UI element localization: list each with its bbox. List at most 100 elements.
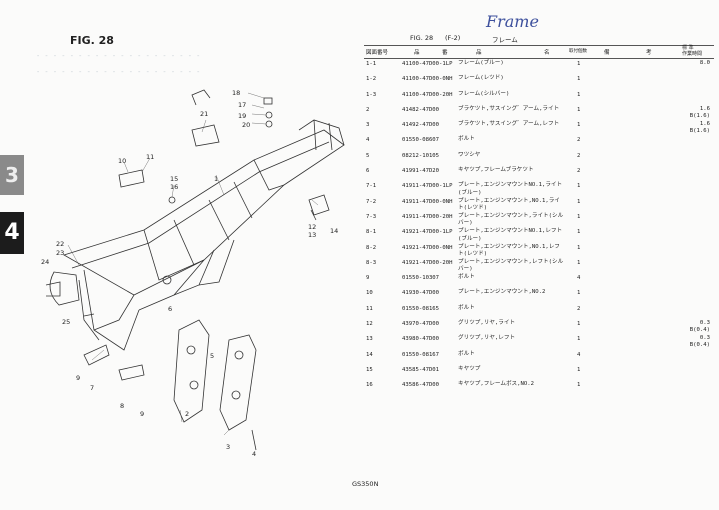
callout-16: 16 xyxy=(170,183,179,191)
row-part-name: キヤツプ,フレームボス,NO.2 xyxy=(458,381,534,388)
section-tab-4: 4 xyxy=(0,212,24,254)
row-ref-no: 7-1 xyxy=(366,183,377,190)
fig-code: (F-2) xyxy=(445,34,461,42)
col-remarks-a: 備 xyxy=(604,50,610,56)
fig-ref: FIG. 28 xyxy=(410,34,434,42)
row-qty: 1 xyxy=(577,213,581,220)
callout-7: 7 xyxy=(90,384,95,392)
row-ref-no: 5 xyxy=(366,152,370,159)
row-qty: 2 xyxy=(577,137,581,144)
row-qty: 4 xyxy=(577,275,581,282)
table-row: 4 01550-08607 ボルト 2 xyxy=(364,135,714,150)
section-tab-3: 3 xyxy=(0,155,24,195)
row-ref-no: 14 xyxy=(366,351,373,358)
row-part-name: キヤツプ xyxy=(458,365,481,372)
row-part-no: 41100-47D00-0NH xyxy=(402,76,453,83)
callout-1: 1 xyxy=(214,175,219,183)
row-ref-no: 1-1 xyxy=(366,61,377,67)
row-ref-no: 2 xyxy=(366,106,370,113)
row-part-no: 01550-10307 xyxy=(402,275,440,282)
row-ref-no: 16 xyxy=(366,382,373,389)
fig-name: フレーム xyxy=(492,36,518,44)
row-part-no: 01550-08607 xyxy=(402,137,440,144)
row-qty: 1 xyxy=(577,122,581,129)
row-part-name: フレーム(レツド) xyxy=(458,75,504,82)
col-remarks-b: 考 xyxy=(646,50,652,56)
callout-2: 2 xyxy=(185,410,190,418)
row-ref-no: 1-3 xyxy=(366,91,377,98)
row-part-no: 41100-47D00-1LP xyxy=(402,61,453,67)
row-qty: 1 xyxy=(577,259,581,266)
callout-24: 24 xyxy=(41,258,50,266)
row-part-no: 41100-47D00-20H xyxy=(402,91,453,98)
row-qty: 1 xyxy=(577,321,581,328)
row-ref-no: 7-2 xyxy=(366,198,377,205)
row-ref-no: 15 xyxy=(366,366,373,373)
row-part-no: 41921-47D00-20H xyxy=(402,259,453,266)
row-part-name: グリツプ,リヤ,レフト xyxy=(458,335,516,342)
callout-4: 4 xyxy=(252,450,257,458)
col-qty: 取付個数 xyxy=(569,49,587,54)
row-part-name: ブラケツト,サスイング゛アーム,ライト xyxy=(458,105,560,112)
row-part-name: ワツシヤ xyxy=(458,151,481,158)
model-footer: GS350N xyxy=(352,480,379,488)
row-qty: 2 xyxy=(577,305,581,312)
row-part-name: キヤツプ,フレームブラケツト xyxy=(458,167,534,174)
col-standard-time: 標 準 作業時間 xyxy=(682,45,703,57)
row-standard-time: 1.6 B(1.6) xyxy=(689,121,710,135)
callout-17: 17 xyxy=(238,101,247,109)
row-ref-no: 3 xyxy=(366,122,370,129)
row-part-no: 41911-47D00-1LP xyxy=(402,183,453,190)
row-qty: 1 xyxy=(577,61,581,67)
row-ref-no: 8-1 xyxy=(366,229,377,236)
row-qty: 2 xyxy=(577,168,581,175)
row-part-name: グリツプ,リヤ,ライト xyxy=(458,320,516,327)
row-part-name: ボルト xyxy=(458,304,475,311)
row-qty: 4 xyxy=(577,351,581,358)
col-part-no-a: 品 xyxy=(414,50,420,56)
callout-11: 11 xyxy=(146,153,155,161)
row-standard-time: 0.3 B(0.4) xyxy=(689,320,710,334)
frame-exploded-diagram xyxy=(45,89,345,451)
callout-5: 5 xyxy=(210,352,215,360)
col-ref-no: 図面番号 xyxy=(366,50,389,56)
row-ref-no: 11 xyxy=(366,305,373,312)
row-part-name: プレート,エンジンマウント,NO.2 xyxy=(458,289,546,296)
row-part-no: 01550-08165 xyxy=(402,305,440,312)
row-part-no: 43586-47D00 xyxy=(402,382,440,389)
row-qty: 1 xyxy=(577,183,581,190)
row-ref-no: 8-3 xyxy=(366,259,377,266)
row-qty: 1 xyxy=(577,76,581,83)
col-part-name-a: 品 xyxy=(476,50,482,56)
row-part-name: プレート,エンジンマウント,NO.1,レフト(レツド) xyxy=(458,243,560,258)
callout-21: 21 xyxy=(200,110,209,118)
row-ref-no: 8-2 xyxy=(366,244,377,251)
table-row: 11 01550-08165 ボルト 2 xyxy=(364,304,714,319)
row-part-name: フレーム(ブルー) xyxy=(458,60,504,66)
row-qty: 2 xyxy=(577,152,581,159)
callout-9b: 9 xyxy=(140,410,145,418)
row-part-no: 41911-47D00-20H xyxy=(402,213,453,220)
row-ref-no: 9 xyxy=(366,275,370,282)
col-part-name-b: 名 xyxy=(544,50,550,56)
callout-22: 22 xyxy=(56,240,65,248)
row-ref-no: 4 xyxy=(366,137,370,144)
row-part-name: ボルト xyxy=(458,136,475,143)
row-qty: 1 xyxy=(577,91,581,98)
